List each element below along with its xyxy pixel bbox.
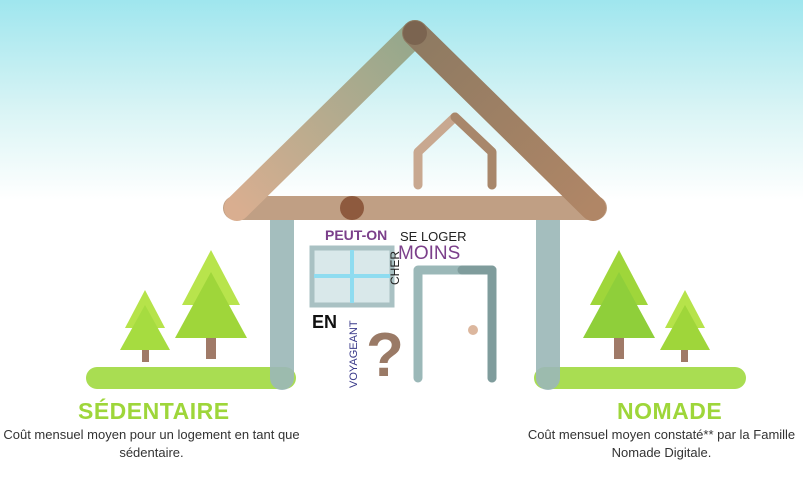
beam-joint: [340, 196, 364, 220]
inner-roof: [413, 112, 497, 190]
door-frame-shade: [457, 265, 497, 383]
question-voyageant: VOYAGEANT: [348, 320, 360, 388]
question-moins: MOINS: [398, 243, 461, 264]
question-cher: CHER: [388, 250, 402, 285]
question-se-loger: SE LOGER: [400, 229, 467, 244]
question-peut-on: PEUT-ON: [325, 227, 388, 243]
roof-right: [402, 20, 606, 221]
tree-large-right: [583, 250, 655, 359]
nomade-description: Coût mensuel moyen constaté** par la Fam…: [527, 427, 796, 460]
roof-peak-joint: [403, 21, 427, 45]
door-frame: [413, 265, 497, 383]
tree-small-right: [660, 290, 710, 362]
question-en: EN: [312, 312, 338, 332]
nomade-title: NOMADE: [617, 398, 723, 424]
sedentaire-description: Coût mensuel moyen pour un logement en t…: [3, 427, 300, 460]
window: [309, 245, 395, 308]
door-knob: [468, 325, 478, 335]
roof-left: [224, 20, 428, 221]
tree-small-left: [120, 290, 170, 362]
inner-roof-shade: [450, 112, 497, 190]
question-mark: ?: [366, 321, 404, 390]
tree-large-left: [175, 250, 247, 359]
sedentaire-title: SÉDENTAIRE: [78, 398, 230, 424]
